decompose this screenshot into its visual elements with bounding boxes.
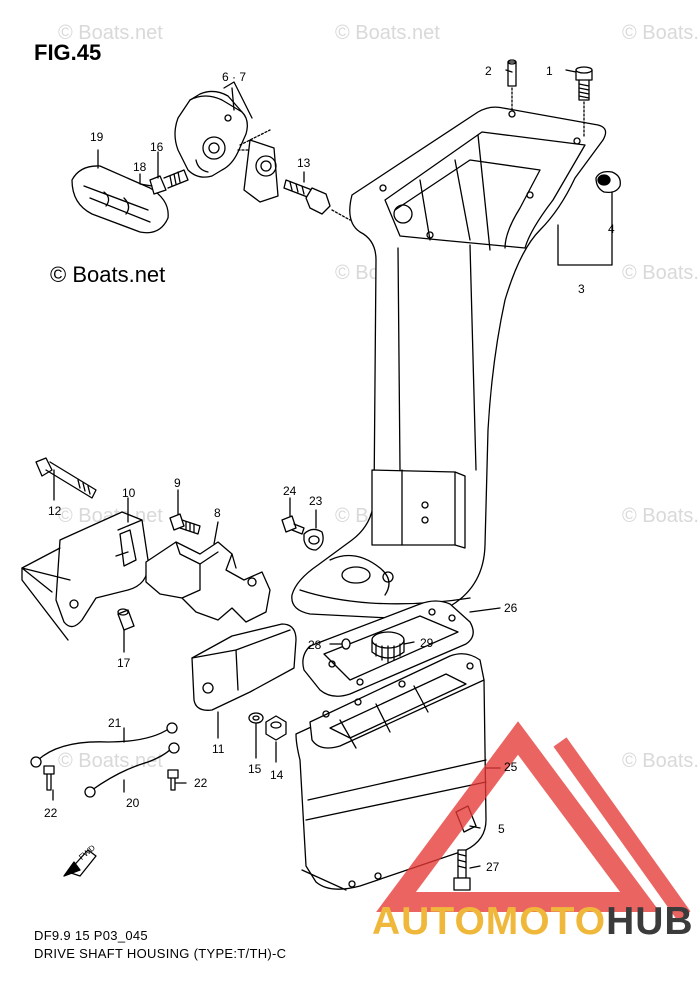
- cap: [595, 170, 621, 194]
- callout-3: 3: [578, 282, 585, 296]
- callout-17: 17: [117, 656, 131, 670]
- fwd-arrow-icon: [63, 849, 97, 877]
- bolt: [575, 66, 593, 139]
- automotohub-wordmark: AUTOMOTOHUB: [372, 900, 694, 944]
- bolt: [283, 179, 351, 221]
- callout-19: 19: [90, 130, 104, 144]
- callout-18: 18: [133, 160, 147, 174]
- callout-24: 24: [283, 484, 297, 498]
- callout-9: 9: [174, 476, 181, 490]
- callout-6-7: 6 · 7: [222, 70, 247, 84]
- callout-1: 1: [546, 64, 553, 78]
- washer: [248, 712, 264, 724]
- rubber-plate: [71, 165, 169, 234]
- watermark: © Boats.net: [622, 505, 699, 527]
- watermark: © Boats.net: [622, 262, 699, 284]
- figure-title: FIG.45: [34, 40, 102, 65]
- callout-21: 21: [108, 716, 122, 730]
- callout-25: 25: [504, 760, 518, 774]
- callout-11: 11: [212, 742, 225, 756]
- nut: [265, 715, 287, 741]
- callout-29: 29: [420, 636, 434, 650]
- seal: [371, 631, 405, 663]
- watermark: © Boats.net: [622, 22, 699, 44]
- watermark: © Boats.net: [335, 22, 440, 44]
- screw: [167, 769, 179, 791]
- figure-code: DF9.9 15 P03_045: [34, 928, 148, 943]
- long-bolt: [35, 457, 97, 499]
- callout-22: 22: [44, 806, 58, 820]
- bolt: [169, 513, 201, 535]
- watermark-main: © Boats.net: [50, 262, 166, 287]
- screw: [43, 765, 55, 791]
- bolt: [281, 515, 305, 535]
- o-ring: [341, 638, 351, 650]
- callout-16: 16: [150, 140, 164, 154]
- cover: [191, 623, 297, 711]
- figure-caption: DRIVE SHAFT HOUSING (TYPE:T/TH)-C: [34, 946, 287, 961]
- grommet: [303, 528, 324, 551]
- callout-27: 27: [486, 860, 500, 874]
- callout-4: 4: [608, 222, 615, 236]
- automotohub-logo-icon: [376, 721, 691, 921]
- brand-part-1: AUTOMOTO: [372, 900, 607, 943]
- callout-20: 20: [126, 796, 140, 810]
- bolt: [149, 169, 189, 195]
- callout-5: 5: [498, 822, 505, 836]
- callout-8: 8: [214, 506, 221, 520]
- callout-28: 28: [308, 638, 322, 652]
- watermark: © Boats.net: [622, 750, 699, 772]
- callout-14: 14: [270, 768, 284, 782]
- ground-wire: [30, 722, 180, 798]
- pivot-bracket: [174, 81, 279, 203]
- stopper-block: [145, 541, 271, 623]
- callout-2: 2: [485, 64, 492, 78]
- callout-13: 13: [297, 156, 311, 170]
- callout-15: 15: [248, 762, 262, 776]
- drive-shaft-housing: [291, 106, 607, 619]
- bolt: [453, 849, 471, 891]
- callout-22: 22: [194, 776, 208, 790]
- callout-26: 26: [504, 601, 518, 615]
- callout-12: 12: [48, 504, 62, 518]
- brand-part-2: HUB: [606, 900, 694, 943]
- pin: [117, 608, 135, 631]
- watermark: © Boats.net: [58, 22, 163, 44]
- dowel-pin: [507, 59, 517, 113]
- callout-10: 10: [122, 486, 136, 500]
- callout-23: 23: [309, 494, 323, 508]
- watermark: © Boats.net: [58, 750, 163, 772]
